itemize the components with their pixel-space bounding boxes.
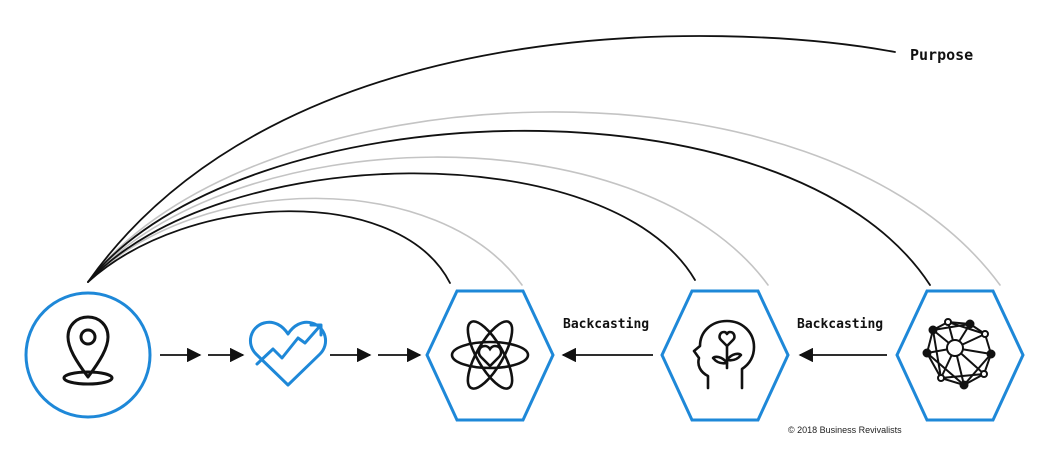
network-icon — [922, 318, 996, 390]
arc-light-to-atom — [87, 197, 523, 286]
node-atom — [425, 289, 555, 422]
backcasting-label-2: Backcasting — [797, 317, 883, 332]
mind-heart-plant-icon — [692, 319, 756, 390]
arc-light-to-network — [87, 111, 1001, 286]
network-hexagon — [895, 289, 1025, 422]
arc-to-purpose — [87, 35, 896, 283]
arc-to-mind — [87, 172, 696, 283]
node-start — [24, 291, 152, 419]
backcasting-label-1: Backcasting — [563, 317, 649, 332]
heart-growth-icon — [248, 320, 328, 387]
arc-to-network — [87, 129, 931, 286]
purpose-arcs — [87, 35, 1001, 286]
map-pin-icon — [62, 315, 114, 386]
mind-hexagon — [660, 289, 790, 422]
node-health — [248, 320, 328, 387]
atom-heart-icon — [450, 320, 530, 390]
arc-light-to-mind — [87, 156, 769, 286]
node-mind — [660, 289, 790, 422]
node-network — [895, 289, 1025, 422]
arc-to-atom — [87, 210, 451, 284]
start-circle — [24, 291, 152, 419]
purpose-label: Purpose — [910, 46, 973, 64]
copyright-text: © 2018 Business Revivalists — [788, 425, 902, 435]
